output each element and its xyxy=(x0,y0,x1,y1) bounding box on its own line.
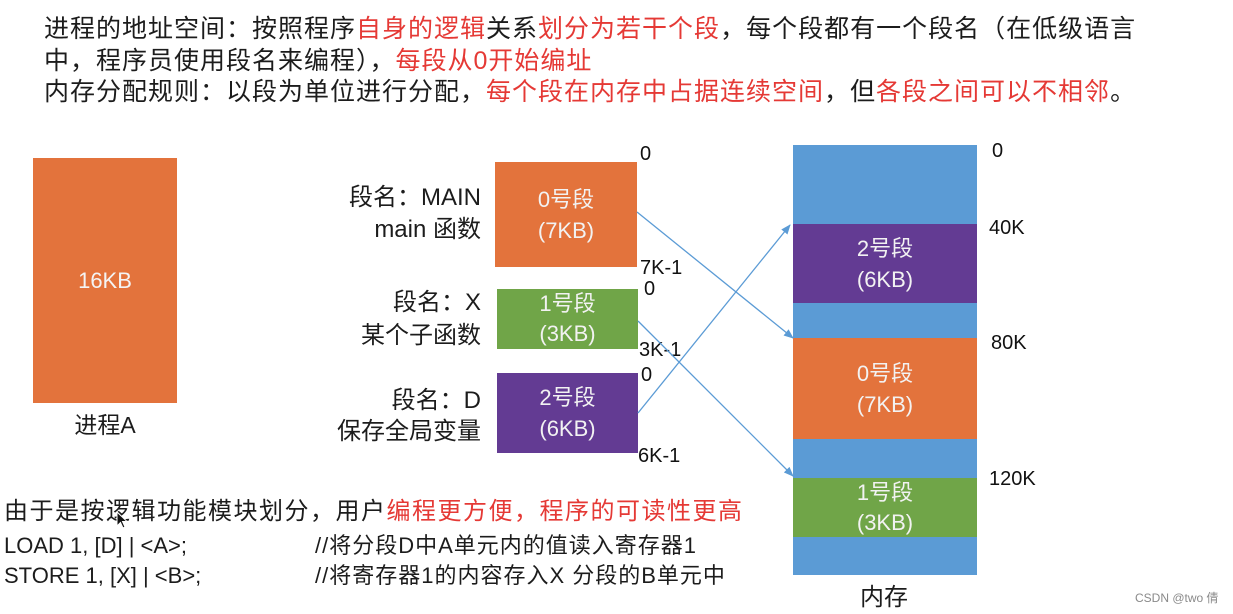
segment-1-start-address: 0 xyxy=(644,278,656,300)
segment-0-title: 0号段 xyxy=(537,186,595,212)
segment-0-end-address: 7K-1 xyxy=(640,257,683,279)
segment-2-box: 2号段 (6KB) xyxy=(497,373,638,453)
intro-highlight: 自身的逻辑 xyxy=(356,15,487,43)
memory-block-segment-1: 1号段 (3KB) xyxy=(793,478,977,537)
intro-highlight: 划分为若干个段 xyxy=(538,15,721,43)
segment-2-name: 段名：D xyxy=(391,387,481,414)
segment-0-start-address: 0 xyxy=(640,143,652,165)
memory-block-size: (3KB) xyxy=(856,509,914,535)
segment-2-start-address: 0 xyxy=(641,364,653,386)
intro-text: 关系 xyxy=(486,15,539,43)
watermark: CSDN @two 倩 xyxy=(1135,591,1219,605)
memory-block-segment-2: 2号段 (6KB) xyxy=(793,224,977,303)
summary-highlight: 编程更方便，程序的可读性更高 xyxy=(386,498,744,525)
memory-block-size: (6KB) xyxy=(856,266,914,292)
segment-1-end-address: 3K-1 xyxy=(639,339,682,361)
intro-text: 。 xyxy=(1110,78,1137,106)
segment-1-box: 1号段 (3KB) xyxy=(497,289,638,349)
segment-0-size: (7KB) xyxy=(537,217,595,243)
segment-1-title: 1号段 xyxy=(539,291,596,316)
summary-text: 由于是按逻辑功能模块划分，用户 xyxy=(4,498,387,525)
memory-address-80k: 80K xyxy=(991,332,1027,354)
segment-1-description: 某个子函数 xyxy=(361,322,481,349)
memory-address-120k: 120K xyxy=(989,468,1036,490)
segment-2-size: (6KB) xyxy=(539,416,596,441)
memory-block-title: 0号段 xyxy=(856,360,914,386)
segment-1-name: 段名：X xyxy=(392,289,481,316)
mouse-cursor-icon xyxy=(116,511,129,529)
intro-highlight: 每个段在内存中占据连续空间 xyxy=(486,78,825,106)
memory-block-size: (7KB) xyxy=(856,391,914,417)
intro-text: 内存分配规则：以段为单位进行分配， xyxy=(44,78,487,106)
segment-2-title: 2号段 xyxy=(539,385,596,410)
segment-0-description: main 函数 xyxy=(374,216,481,243)
memory-label: 内存 xyxy=(860,584,908,611)
intro-text: ，但 xyxy=(824,78,877,106)
summary-line: 由于是按逻辑功能模块划分，用户编程更方便，程序的可读性更高 xyxy=(4,497,744,527)
process-size: 16KB xyxy=(78,267,132,293)
intro-line-2: 中，程序员使用段名来编程），每段从0开始编址 xyxy=(44,46,592,77)
memory-block-title: 1号段 xyxy=(856,479,914,505)
segment-2-description: 保存全局变量 xyxy=(337,418,481,445)
arrow-segment-2-to-memory xyxy=(637,224,791,414)
memory-address-40k: 40K xyxy=(989,217,1025,239)
segment-2-end-address: 6K-1 xyxy=(638,445,681,467)
intro-line-3: 内存分配规则：以段为单位进行分配，每个段在内存中占据连续空间，但各段之间可以不相… xyxy=(44,77,1136,108)
intro-highlight: 各段之间可以不相邻 xyxy=(876,78,1111,106)
intro-text: 中，程序员使用段名来编程）， xyxy=(44,47,396,75)
instruction-store-code: STORE 1, [X] | <B>; xyxy=(4,563,202,588)
memory-address-0: 0 xyxy=(992,140,1004,162)
intro-text: ，每个段都有一个段名（在低级语言 xyxy=(720,15,1137,43)
memory-block-segment-0: 0号段 (7KB) xyxy=(793,338,977,439)
process-block: 16KB xyxy=(33,158,177,403)
intro-highlight: 每段从0开始编址 xyxy=(395,47,593,75)
instruction-load-comment: //将分段D中A单元内的值读入寄存器1 xyxy=(315,533,698,558)
intro-line-1: 进程的地址空间：按照程序自身的逻辑关系划分为若干个段，每个段都有一个段名（在低级… xyxy=(44,14,1136,45)
intro-text: 进程的地址空间：按照程序 xyxy=(44,15,357,43)
segment-0-box: 0号段 (7KB) xyxy=(495,162,637,267)
segment-1-size: (3KB) xyxy=(539,321,596,346)
segment-0-name: 段名：MAIN xyxy=(349,184,481,211)
instruction-load-code: LOAD 1, [D] | <A>; xyxy=(4,533,188,558)
process-label: 进程A xyxy=(74,412,136,438)
instruction-store-comment: //将寄存器1的内容存入X 分段的B单元中 xyxy=(315,563,726,588)
memory-block-title: 2号段 xyxy=(856,235,914,261)
memory-column: 2号段 (6KB) 0号段 (7KB) 1号段 (3KB) xyxy=(793,145,977,575)
